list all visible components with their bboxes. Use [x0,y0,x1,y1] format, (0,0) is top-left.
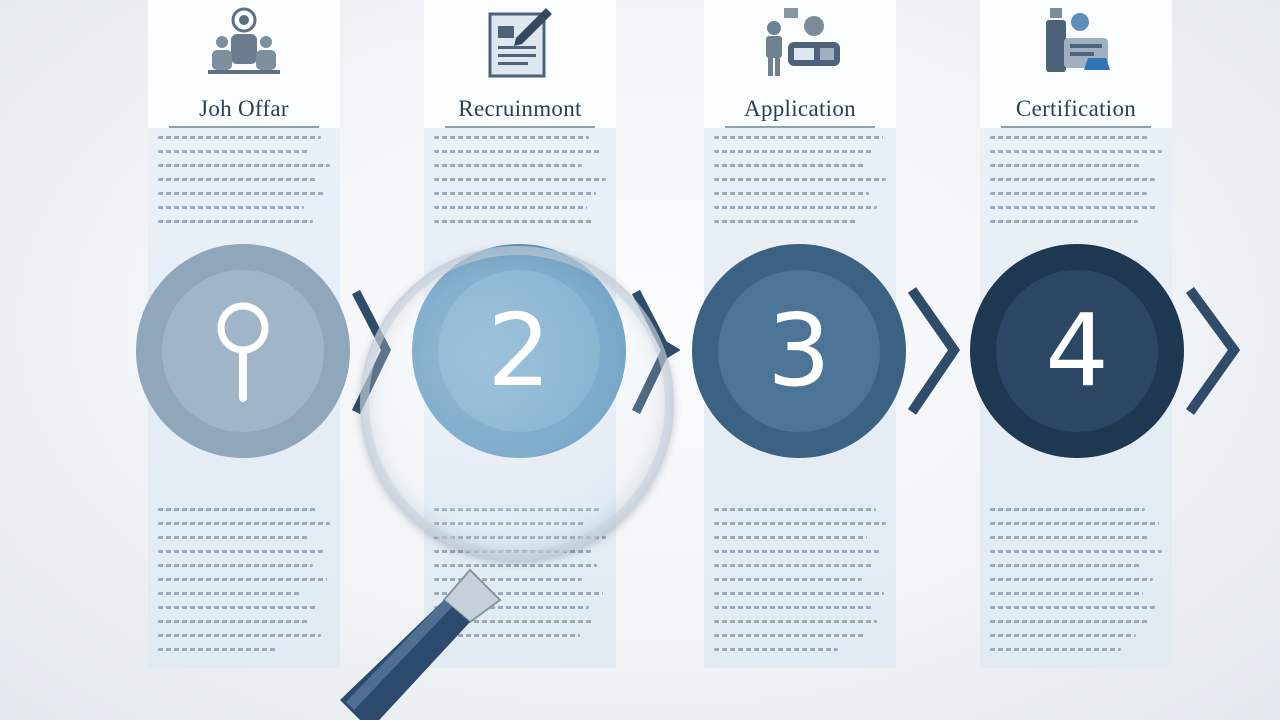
chevron-right-icon [1186,287,1241,415]
step-circle-1 [136,244,350,458]
step-description-top [990,136,1162,234]
chevron-right-icon [632,289,680,414]
chevron-right-icon [352,289,392,414]
key-icon [217,302,269,402]
magnifier-handle [340,568,502,720]
certificate-icon [1046,8,1110,72]
step-title: Application [704,96,896,128]
step-description-bottom [434,508,606,648]
step-circle-3: 3 [692,244,906,458]
step-number: 4 [1045,292,1109,409]
step-title: Joh Offar [148,96,340,128]
step-circle-4: 4 [970,244,1184,458]
step-description-bottom [990,508,1162,662]
step-circle-2: 2 [412,244,626,458]
step-description-bottom [714,508,886,662]
document-pen-icon [488,8,552,78]
chevron-right-icon [908,287,961,415]
step-title: Certification [980,96,1172,128]
step-circle-inner [996,270,1158,432]
magnifier-icon [360,246,674,560]
step-description-top [158,136,330,234]
step-description-top [714,136,886,234]
step-circle-inner [718,270,880,432]
meeting-icon [766,8,840,76]
step-description-top [434,136,606,234]
step-circle-inner [438,270,600,432]
step-number: 3 [767,292,831,409]
step-title: Recruinmont [424,96,616,128]
step-number: 2 [412,244,626,458]
people-icon [208,7,280,74]
step-description-bottom [158,508,330,662]
